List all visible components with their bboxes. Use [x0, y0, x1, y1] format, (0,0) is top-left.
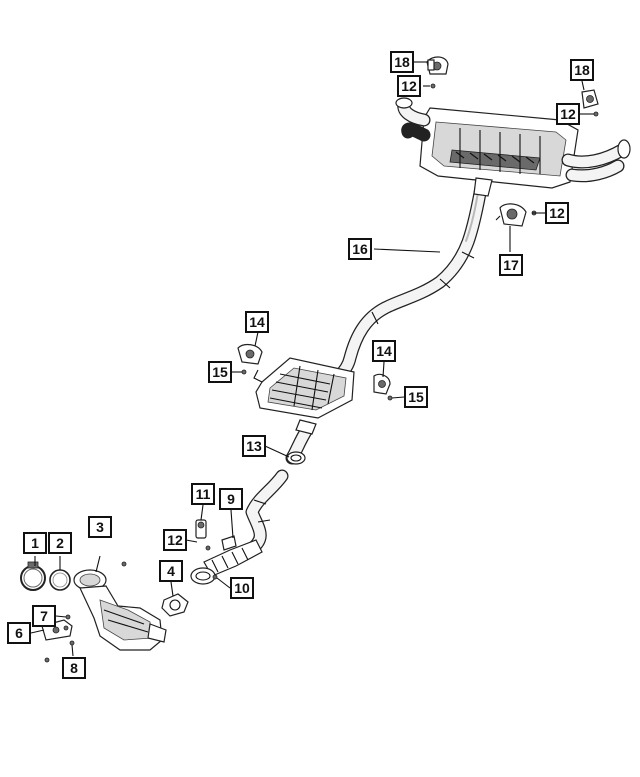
callout-18-top-right: 18 [570, 59, 594, 81]
bolt-icon [205, 545, 211, 551]
hanger-isolator-18-left [426, 56, 449, 75]
hanger-isolator-18-right [581, 89, 599, 109]
front-pipe-assembly [190, 535, 263, 585]
nut-icon [212, 574, 218, 580]
bolt-icon [430, 83, 436, 89]
flange-gasket [161, 593, 189, 617]
leader-lines [30, 61, 594, 657]
bolt-icon [593, 111, 599, 117]
bolt-icon [69, 640, 75, 646]
exhaust-pipe [311, 175, 489, 399]
catalytic-converter [73, 569, 167, 651]
bolt-icon [44, 657, 50, 663]
callout-4: 4 [159, 560, 183, 582]
callout-2: 2 [48, 532, 72, 554]
hanger-isolator-17 [495, 203, 527, 227]
callout-14-right: 14 [372, 340, 396, 362]
callout-13: 13 [242, 435, 266, 457]
callout-11: 11 [191, 483, 215, 505]
oxygen-sensor [195, 519, 207, 539]
callout-17: 17 [499, 254, 523, 276]
pipe-clamp [286, 451, 306, 465]
callout-15-right: 15 [404, 386, 428, 408]
callout-9: 9 [219, 488, 243, 510]
callout-15-left: 15 [208, 361, 232, 383]
callout-1: 1 [23, 532, 47, 554]
isolator-14-left [237, 343, 263, 365]
gasket-ring [49, 569, 71, 591]
callout-3: 3 [88, 516, 112, 538]
v-band-clamp [20, 561, 46, 591]
callout-12-top-right: 12 [556, 103, 580, 125]
callout-12-lower: 12 [163, 529, 187, 551]
center-muffler [253, 357, 355, 435]
nut-icon [65, 614, 71, 620]
callout-7: 7 [32, 605, 56, 627]
bolt-icon [241, 369, 247, 375]
bolt-icon [121, 561, 127, 567]
callout-18-top-left: 18 [390, 51, 414, 73]
callout-12-right: 12 [545, 202, 569, 224]
callout-10: 10 [230, 577, 254, 599]
callout-6: 6 [7, 622, 31, 644]
isolator-14-right [373, 373, 391, 395]
callout-12-top-left: 12 [397, 75, 421, 97]
callout-8: 8 [62, 657, 86, 679]
bolt-icon [387, 395, 393, 401]
callout-16: 16 [348, 238, 372, 260]
callout-14-left: 14 [245, 311, 269, 333]
rear-muffler [395, 97, 631, 197]
